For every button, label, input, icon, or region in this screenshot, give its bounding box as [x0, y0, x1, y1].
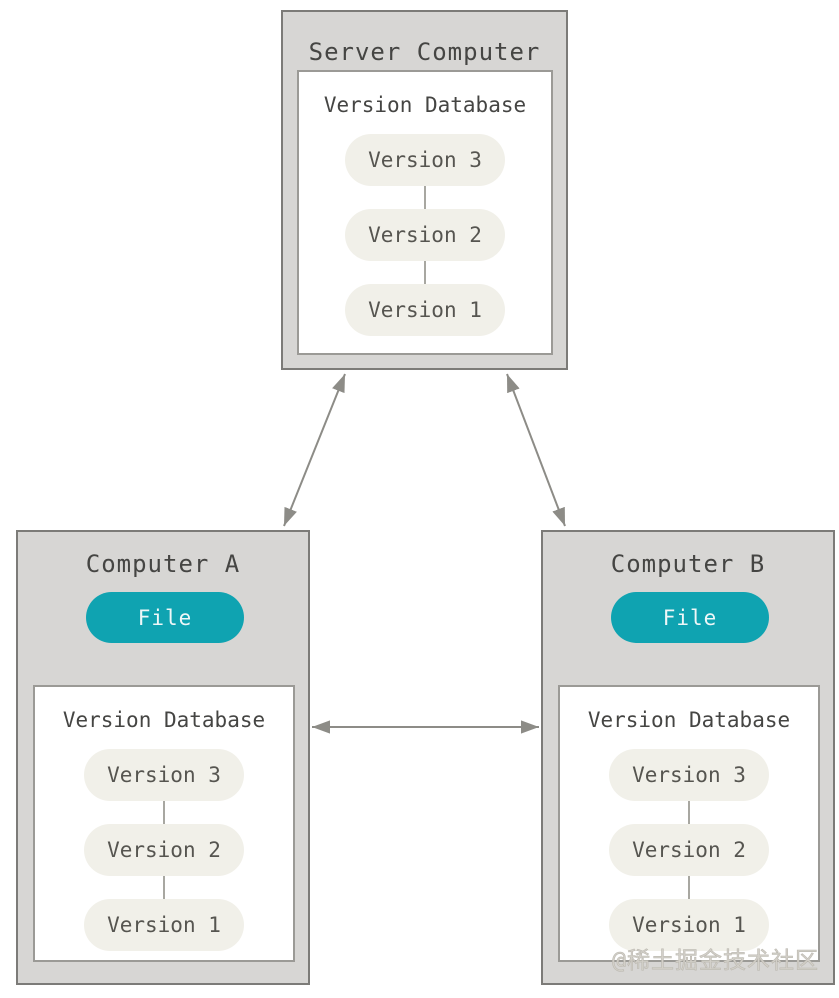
- version-connector-line: [163, 876, 165, 899]
- computer-b-version-database-box: Version Database Version 3 Version 2 Ver…: [558, 685, 820, 962]
- server-version-2-pill: Version 2: [345, 209, 505, 261]
- computer-b-file-pill: File: [611, 592, 769, 643]
- version-connector-line: [688, 876, 690, 899]
- server-version-3-pill: Version 3: [345, 134, 505, 186]
- server-computer-a-double-arrow-icon: [283, 373, 346, 527]
- computer-a-version-3-pill: Version 3: [84, 749, 244, 801]
- computer-a-title: Computer A: [85, 550, 241, 578]
- computer-b-version-1-pill: Version 1: [609, 899, 769, 951]
- server-version-database-box: Version Database Version 3 Version 2 Ver…: [297, 70, 553, 355]
- computer-b-version-database-title: Version Database: [587, 708, 791, 732]
- version-connector-line: [424, 261, 426, 284]
- server-version-database-title: Version Database: [323, 93, 527, 117]
- computer-a-version-database-title: Version Database: [62, 708, 266, 732]
- computer-b-version-2-pill: Version 2: [609, 824, 769, 876]
- version-connector-line: [424, 186, 426, 209]
- computer-b-title: Computer B: [610, 550, 766, 578]
- server-computer-box: Server Computer Version Database Version…: [281, 10, 568, 370]
- server-version-1-pill: Version 1: [345, 284, 505, 336]
- version-connector-line: [163, 801, 165, 824]
- computer-b-version-3-pill: Version 3: [609, 749, 769, 801]
- computer-a-file-pill: File: [86, 592, 244, 643]
- computer-a-version-1-pill: Version 1: [84, 899, 244, 951]
- computer-a-version-2-pill: Version 2: [84, 824, 244, 876]
- server-computer-b-double-arrow-icon: [506, 373, 566, 527]
- server-computer-title: Server Computer: [308, 38, 541, 66]
- computer-a-version-database-box: Version Database Version 3 Version 2 Ver…: [33, 685, 295, 962]
- version-connector-line: [688, 801, 690, 824]
- computer-a-box: Computer A File Version Database Version…: [16, 530, 310, 985]
- computer-b-box: Computer B File Version Database Version…: [541, 530, 835, 985]
